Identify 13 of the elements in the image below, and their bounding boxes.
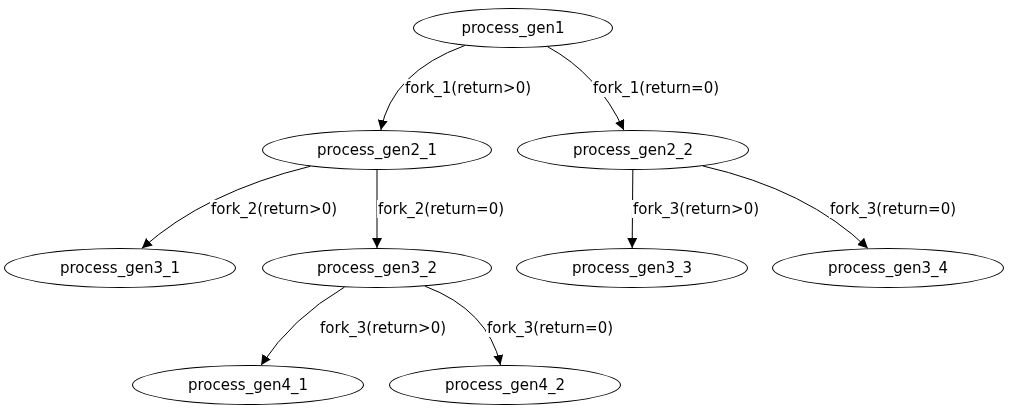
edge-label: fork_2(return>0)	[210, 200, 339, 218]
edge-label: fork_3(return=0)	[486, 319, 615, 337]
edge-label: fork_3(return=0)	[829, 200, 958, 218]
arrow	[378, 45, 466, 131]
arrow	[702, 165, 869, 249]
edge-label: fork_2(return=0)	[377, 200, 506, 218]
edge-label: fork_1(return=0)	[592, 79, 721, 97]
arrow	[424, 285, 503, 366]
edge-label: fork_3(return>0)	[632, 200, 761, 218]
edge-label: fork_1(return>0)	[404, 79, 533, 97]
edge-label: fork_3(return>0)	[319, 319, 448, 337]
arrow	[260, 286, 345, 366]
arrow	[141, 165, 311, 249]
